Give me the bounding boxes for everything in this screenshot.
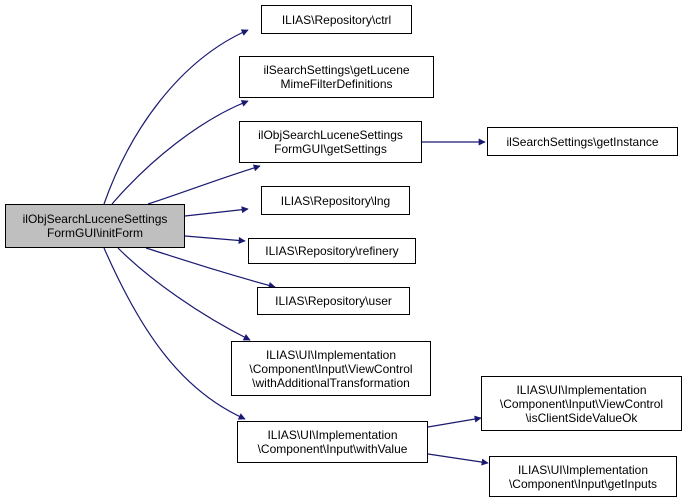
node-label-line: ILIAS\Repository\lng bbox=[280, 193, 391, 208]
node-label: ILIAS\Repository\lng bbox=[281, 194, 390, 208]
node-label-line: ILIAS\Repository\user bbox=[275, 294, 392, 308]
node-label: ilSearchSettings\getInstance bbox=[506, 135, 658, 149]
node-label-line: \Component\Input\ViewControl bbox=[499, 396, 664, 411]
edge-root-to-ctrl bbox=[103, 29, 249, 205]
node-getInputs[interactable]: ILIAS\UI\Implementation\Component\Input\… bbox=[489, 456, 677, 497]
node-label-line: ILIAS\Repository\refinery bbox=[265, 244, 399, 258]
node-label-line: ilSearchSettings\getInstance bbox=[506, 134, 659, 149]
node-withAddTrans[interactable]: ILIAS\UI\Implementation\Component\Input\… bbox=[231, 341, 431, 396]
node-label-line: ILIAS\UI\Implementation bbox=[267, 428, 398, 442]
node-label: ILIAS\Repository\ctrl bbox=[282, 13, 391, 27]
node-label-line: \Component\Input\getInputs bbox=[508, 476, 658, 491]
node-getInstance[interactable]: ilSearchSettings\getInstance bbox=[487, 127, 678, 156]
edge-root-to-user bbox=[145, 247, 276, 289]
node-withValue[interactable]: ILIAS\UI\Implementation\Component\Input\… bbox=[237, 421, 428, 463]
edge-root-to-lng bbox=[184, 206, 249, 217]
node-label-line: ILIAS\UI\Implementation bbox=[265, 347, 397, 362]
node-label: ILIAS\Repository\user bbox=[275, 294, 392, 308]
node-label: ILIAS\UI\Implementation\Component\Input\… bbox=[249, 348, 412, 390]
edge-root-to-getSettings bbox=[147, 164, 261, 205]
node-refinery[interactable]: ILIAS\Repository\refinery bbox=[248, 238, 416, 264]
node-user[interactable]: ILIAS\Repository\user bbox=[257, 287, 410, 315]
node-label-line: MimeFilterDefinitions bbox=[280, 77, 393, 91]
edge-root-to-refinery bbox=[184, 235, 246, 244]
node-label-line: ilSearchSettings\getLucene bbox=[263, 63, 410, 77]
node-label-line: ILIAS\Repository\ctrl bbox=[281, 12, 392, 27]
node-label-line: \isClientSideValueOk bbox=[525, 410, 638, 425]
node-label-line: FormGUI\getSettings bbox=[274, 142, 387, 156]
edge-root-to-withValue bbox=[103, 247, 246, 420]
node-label-line: ILIAS\UI\Implementation bbox=[517, 462, 649, 477]
edge-root-to-mime bbox=[111, 100, 249, 205]
edge-root-to-withAddTrans bbox=[117, 247, 251, 341]
node-lng[interactable]: ILIAS\Repository\lng bbox=[261, 186, 410, 215]
node-label: ILIAS\Repository\refinery bbox=[265, 244, 398, 258]
node-label-line: \withAdditionalTransformation bbox=[252, 375, 410, 390]
node-ctrl[interactable]: ILIAS\Repository\ctrl bbox=[261, 5, 412, 34]
node-label: ILIAS\UI\Implementation\Component\Input\… bbox=[509, 463, 657, 491]
node-label: ILIAS\UI\Implementation\Component\Input\… bbox=[258, 428, 408, 456]
node-label-line: ilObjSearchLuceneSettings bbox=[22, 212, 168, 226]
node-isClientSide[interactable]: ILIAS\UI\Implementation\Component\Input\… bbox=[481, 376, 682, 431]
edge-withValue-to-isClientSide bbox=[427, 415, 482, 428]
node-label: ILIAS\UI\Implementation\Component\Input\… bbox=[500, 383, 663, 425]
edge-withValue-to-getInputs bbox=[427, 453, 489, 466]
node-label-line: ILIAS\UI\Implementation bbox=[516, 382, 647, 397]
node-label-line: FormGUI\initForm bbox=[46, 226, 143, 240]
node-label-line: \Component\Input\ViewControl bbox=[249, 361, 413, 376]
node-label-line: \Component\Input\withValue bbox=[257, 442, 408, 456]
node-label-line: ilObjSearchLuceneSettings bbox=[258, 128, 403, 142]
